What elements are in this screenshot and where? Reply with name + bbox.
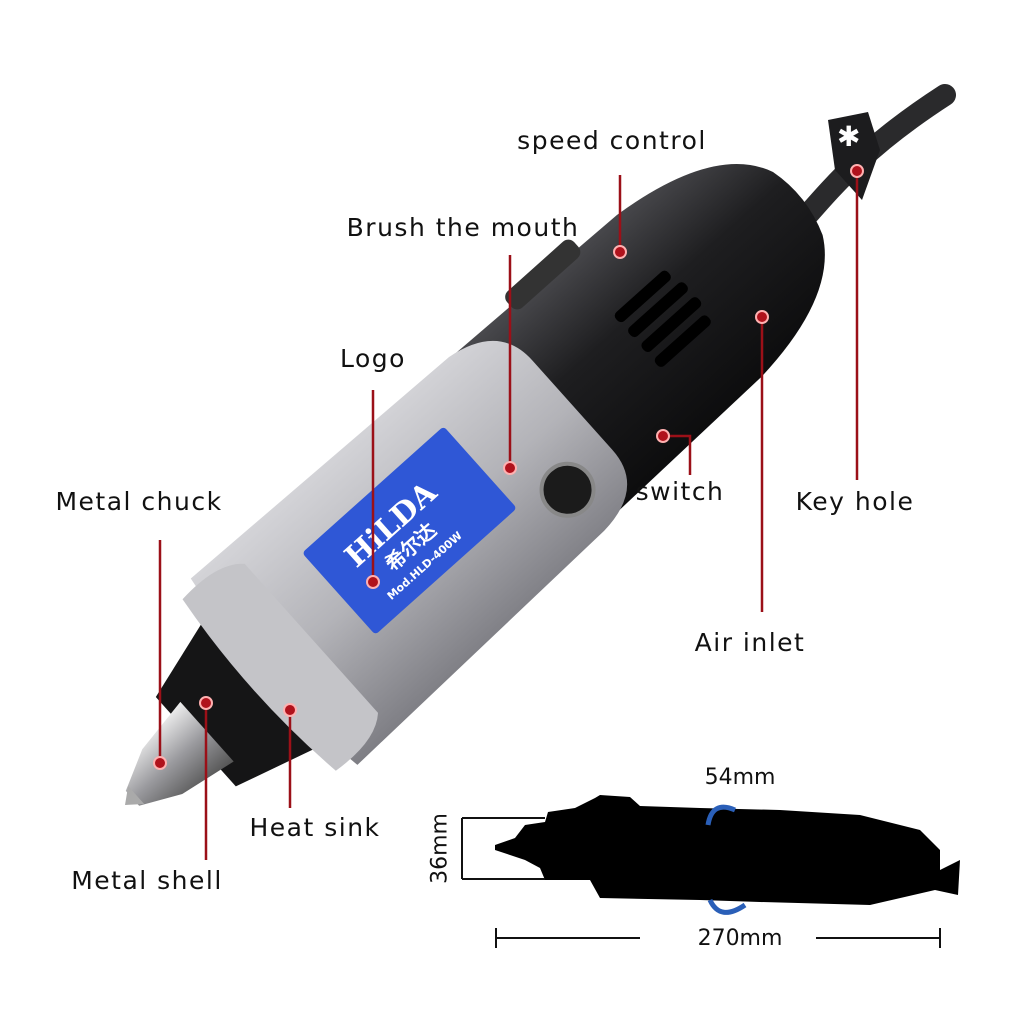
tool-silhouette [495,795,960,905]
brush-cap [539,461,596,518]
front-collar [182,563,379,771]
label-switch: switch [635,477,725,506]
speed-control-dial[interactable] [502,236,584,312]
callout-lines [158,171,859,860]
label-speed-control: speed control [517,126,707,155]
dimension-diameter: 54mm [704,765,776,790]
label-metal-shell: Metal shell [71,866,223,895]
label-key-hole: Key hole [795,487,915,516]
label-metal-chuck: Metal chuck [55,487,223,516]
label-brush-the-mouth: Brush the mouth [346,213,580,242]
air-inlet-vents [614,270,711,367]
callout-markers [153,164,864,770]
rotary-tool: HiLDA 希尔达 Mod.HLD-400W [125,164,825,806]
metal-chuck [125,701,234,806]
key-hole-bracket [828,112,880,200]
dimension-height: 36mm [427,813,453,884]
rotation-arrows [705,804,747,915]
label-heat-sink: Heat sink [249,813,381,842]
brand-plate [303,427,516,634]
dimension-lines [461,817,941,948]
dimension-length: 270mm [697,926,783,951]
star-icon: ✱ [837,120,860,153]
label-logo: Logo [340,344,406,373]
label-air-inlet: Air inlet [694,628,806,657]
